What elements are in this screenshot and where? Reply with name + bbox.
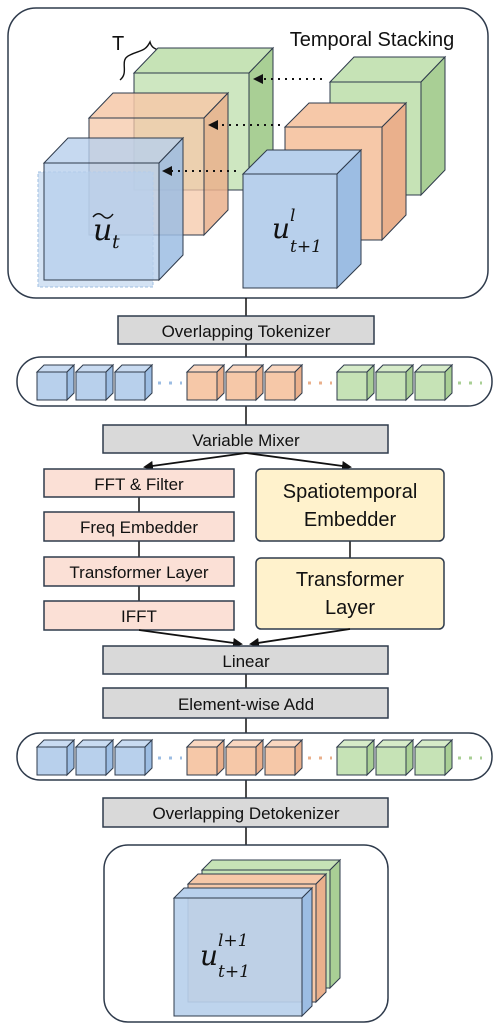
token-cube-blue bbox=[113, 738, 154, 777]
token-cube-orange bbox=[224, 363, 265, 402]
output-cube-blue bbox=[172, 886, 314, 1018]
svg-text:Element-wise Add: Element-wise Add bbox=[178, 695, 314, 714]
mixer-to-fft-arrow bbox=[143, 452, 247, 471]
svg-text:Embedder: Embedder bbox=[304, 509, 397, 531]
svg-text:l: l bbox=[290, 206, 295, 226]
element-wise-add-block: Element-wise Add bbox=[102, 687, 389, 719]
mixer-to-spatiotemporal-arrow bbox=[245, 452, 352, 471]
token-strip-top bbox=[16, 356, 493, 407]
token-cube-green bbox=[413, 738, 454, 777]
token-cube-green bbox=[374, 738, 415, 777]
token-cube-green bbox=[413, 363, 454, 402]
svg-text:u: u bbox=[200, 939, 218, 972]
svg-text:Layer: Layer bbox=[325, 597, 375, 619]
token-cube-green bbox=[335, 738, 376, 777]
token-cube-blue bbox=[113, 363, 154, 402]
u-tilde-t-label: u t bbox=[92, 213, 120, 253]
token-cube-orange bbox=[185, 738, 226, 777]
transformer-layer-left-block: Transformer Layer bbox=[43, 556, 235, 587]
svg-text:u: u bbox=[93, 213, 112, 248]
temporal-stacking-title: Temporal Stacking bbox=[290, 29, 455, 51]
incoming-cube-blue bbox=[241, 148, 363, 290]
overlapping-tokenizer-block: Overlapping Tokenizer bbox=[117, 315, 375, 345]
token-cube-blue bbox=[35, 363, 76, 402]
transformer-layer-right-block: Transformer Layer bbox=[255, 557, 445, 630]
svg-text:Overlapping Detokenizer: Overlapping Detokenizer bbox=[152, 804, 339, 823]
token-cube-green bbox=[374, 363, 415, 402]
t-brace bbox=[119, 39, 163, 81]
svg-text:t+1: t+1 bbox=[218, 962, 250, 982]
connector-lines bbox=[138, 298, 351, 845]
token-cube-blue bbox=[35, 738, 76, 777]
token-cube-orange bbox=[263, 363, 304, 402]
token-cube-green bbox=[335, 363, 376, 402]
svg-text:u: u bbox=[272, 212, 290, 245]
token-cube-orange bbox=[185, 363, 226, 402]
u-output-label: u l+1 t+1 bbox=[200, 931, 250, 982]
svg-text:Transformer: Transformer bbox=[296, 569, 405, 591]
svg-text:Freq Embedder: Freq Embedder bbox=[80, 518, 198, 537]
token-cube-blue bbox=[74, 738, 115, 777]
svg-text:Spatiotemporal: Spatiotemporal bbox=[283, 481, 418, 503]
token-cube-orange bbox=[263, 738, 304, 777]
ifft-to-linear-arrow bbox=[138, 629, 243, 648]
token-cube-blue bbox=[74, 363, 115, 402]
fft-filter-block: FFT & Filter bbox=[43, 468, 235, 498]
temporal-stacking-panel: Temporal Stacking T u t bbox=[7, 7, 489, 299]
svg-text:Overlapping Tokenizer: Overlapping Tokenizer bbox=[162, 322, 331, 341]
svg-text:IFFT: IFFT bbox=[121, 607, 157, 626]
ifft-block: IFFT bbox=[43, 600, 235, 631]
linear-block: Linear bbox=[102, 645, 389, 675]
overlapping-detokenizer-block: Overlapping Detokenizer bbox=[102, 797, 389, 828]
u-next-label: u l t+1 bbox=[272, 206, 322, 257]
svg-text:l+1: l+1 bbox=[218, 931, 249, 951]
token-cube-orange bbox=[224, 738, 265, 777]
transformer-to-linear-arrow bbox=[249, 628, 351, 648]
svg-text:t: t bbox=[112, 231, 120, 253]
token-strip-bottom bbox=[16, 732, 493, 781]
variable-mixer-block: Variable Mixer bbox=[102, 424, 389, 454]
output-panel: u l+1 t+1 bbox=[103, 844, 389, 1023]
svg-text:Linear: Linear bbox=[222, 652, 270, 671]
svg-text:Variable Mixer: Variable Mixer bbox=[192, 431, 300, 450]
freq-embedder-block: Freq Embedder bbox=[43, 511, 235, 542]
spatiotemporal-embedder-block: Spatiotemporal Embedder bbox=[255, 468, 445, 542]
svg-text:t+1: t+1 bbox=[290, 237, 322, 257]
svg-text:FFT & Filter: FFT & Filter bbox=[94, 475, 184, 494]
stacked-cube-blue bbox=[37, 136, 185, 288]
svg-text:Transformer Layer: Transformer Layer bbox=[69, 563, 209, 582]
t-label: T bbox=[112, 33, 124, 55]
